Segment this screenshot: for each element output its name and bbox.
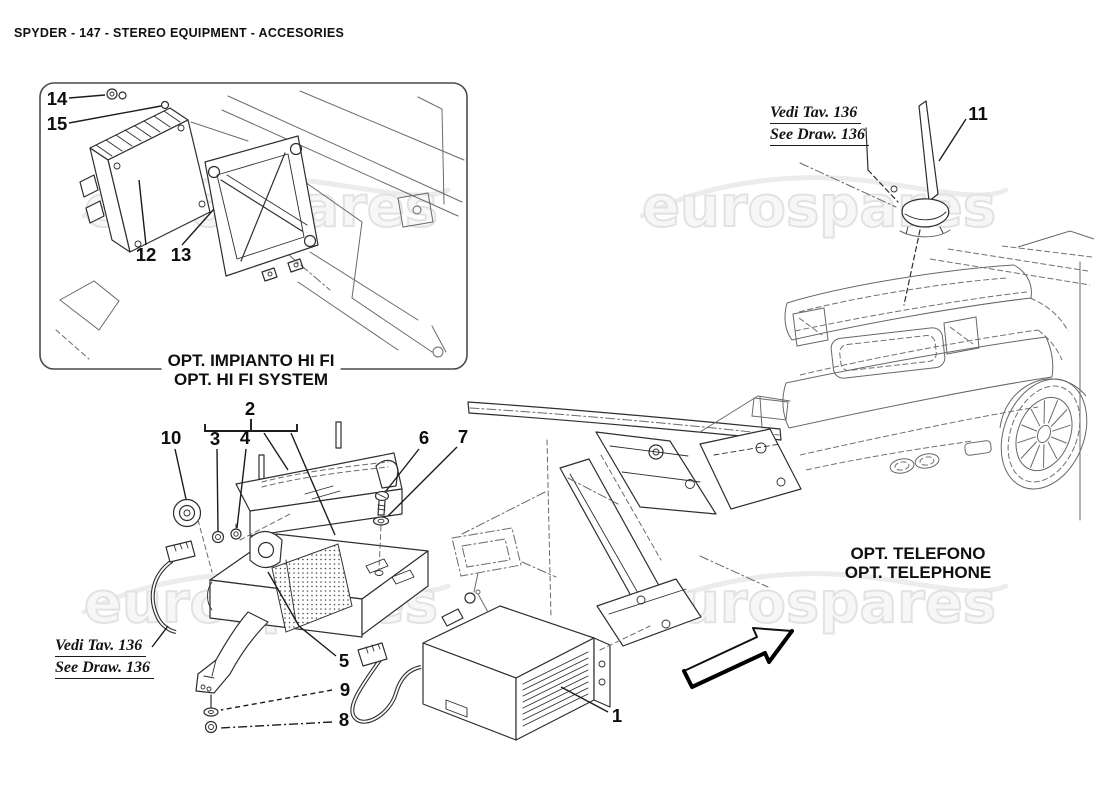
watermark-text: eurospares <box>641 571 997 636</box>
part-callout-11: 11 <box>968 103 988 124</box>
radio-unit-drawing <box>422 589 651 741</box>
ref-note-line-english: See Draw. 136 <box>770 126 869 146</box>
part-callout-1: 1 <box>611 705 623 726</box>
mounting-plate-drawing <box>204 135 319 282</box>
watermark-top-right: eurospares <box>639 175 1012 248</box>
part-callout-3: 3 <box>209 428 221 449</box>
part-callout-14: 14 <box>46 88 68 109</box>
chassis-drawing <box>451 395 802 647</box>
part-callout-5: 5 <box>338 650 350 671</box>
hifi-caption-english: OPT. HI FI SYSTEM <box>174 369 328 389</box>
telephone-ref-note: Vedi Tav. 136 See Draw. 136 <box>770 104 869 148</box>
ref-note-line-italian: Vedi Tav. 136 <box>770 104 862 124</box>
page-title: SPYDER - 147 - STEREO EQUIPMENT - ACCESO… <box>14 26 345 40</box>
cable-connector-drawing <box>150 540 422 724</box>
part-callout-13: 13 <box>170 244 192 265</box>
antenna-drawing <box>799 100 951 306</box>
ref-note-line-english: See Draw. 136 <box>55 659 154 679</box>
hifi-box-drawing <box>39 82 468 370</box>
amplifier-drawing <box>79 88 249 253</box>
ref-note-line-italian: Vedi Tav. 136 <box>55 637 147 657</box>
part-callout-10: 10 <box>160 427 182 448</box>
fasteners-drawing <box>172 490 390 734</box>
car-rear-drawing <box>782 230 1095 521</box>
radio-ref-note: Vedi Tav. 136 See Draw. 136 <box>55 637 154 681</box>
foam-pad-drawing <box>271 543 353 633</box>
part-callout-9: 9 <box>339 679 351 700</box>
part-callout-8: 8 <box>338 709 350 730</box>
watermark-bottom-right: eurospares <box>639 571 1012 644</box>
hifi-caption-italian: OPT. IMPIANTO HI FI <box>167 351 335 370</box>
watermark-swoosh <box>639 175 1009 219</box>
hifi-caption: OPT. IMPIANTO HI FI OPT. HI FI SYSTEM <box>161 351 341 389</box>
part-callout-6: 6 <box>418 427 430 448</box>
part-callout-7: 7 <box>457 426 469 447</box>
rear-wheel-drawing <box>1000 378 1088 490</box>
telephone-caption-english: OPT. TELEPHONE <box>844 562 992 582</box>
part-callout-4: 4 <box>239 427 251 448</box>
leader-lines <box>68 94 967 729</box>
watermark-swoosh <box>639 571 1009 615</box>
direction-arrow <box>682 627 794 689</box>
part-callout-12: 12 <box>135 244 157 265</box>
part-callout-2: 2 <box>244 398 256 419</box>
part-callout-15: 15 <box>46 113 68 134</box>
telephone-caption-italian: OPT. TELEFONO <box>850 544 986 563</box>
telephone-caption: OPT. TELEFONO OPT. TELEPHONE <box>844 544 992 582</box>
